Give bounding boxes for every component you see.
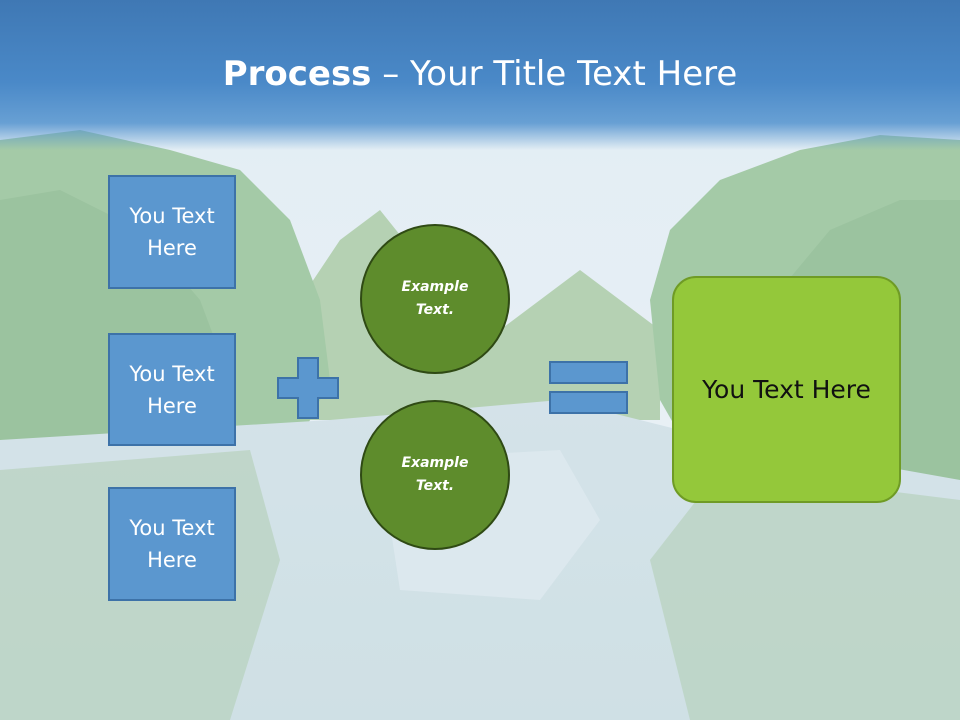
slide-title: Process – Your Title Text Here xyxy=(0,52,960,96)
equals-icon xyxy=(549,361,628,414)
title-bold: Process xyxy=(222,54,372,94)
title-rest: – Your Title Text Here xyxy=(371,54,738,94)
title-band xyxy=(0,0,960,150)
result-box[interactable]: You Text Here xyxy=(672,276,901,503)
plus-icon xyxy=(277,357,339,419)
